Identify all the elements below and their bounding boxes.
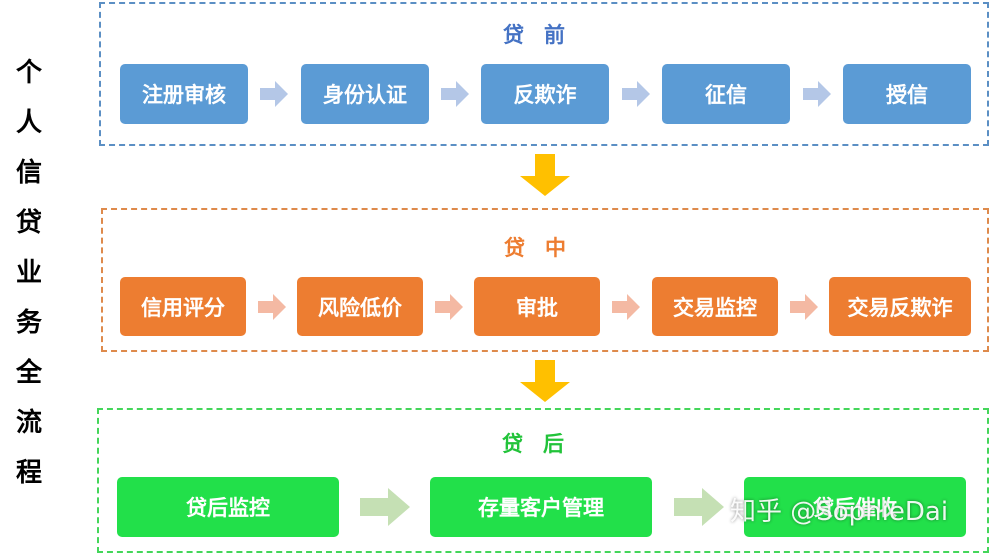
- flow-arrow-icon: [674, 488, 724, 526]
- flow-arrow-icon: [612, 294, 640, 320]
- stage-title: 贷后: [502, 432, 584, 456]
- step-box: 风险低价: [297, 277, 423, 336]
- step-box: 授信: [843, 64, 971, 124]
- side-title-char: 个: [15, 58, 42, 88]
- stage-post-loan: 贷后: [97, 408, 989, 553]
- stage-title: 贷前: [503, 23, 585, 47]
- step-box: 交易反欺诈: [829, 277, 971, 336]
- watermark: 知乎 @SophieDai: [730, 497, 949, 527]
- flow-arrow-icon: [441, 81, 469, 107]
- flow-arrow-icon: [260, 81, 288, 107]
- step-box: 交易监控: [652, 277, 778, 336]
- step-box: 贷后监控: [117, 477, 339, 537]
- step-box: 身份认证: [301, 64, 429, 124]
- flow-arrow-icon: [360, 488, 410, 526]
- side-title: 个 人 信 贷 业 务 全 流 程: [12, 48, 46, 498]
- stage-pre-loan: 贷前: [99, 2, 989, 146]
- side-title-char: 务: [15, 308, 42, 338]
- step-box: 注册审核: [120, 64, 248, 124]
- side-title-char: 业: [15, 258, 42, 288]
- side-title-char: 人: [15, 108, 42, 138]
- stage-title: 贷中: [504, 236, 586, 260]
- flow-arrow-icon: [435, 294, 463, 320]
- side-title-char: 信: [15, 158, 42, 188]
- flow-arrow-icon: [803, 81, 831, 107]
- flow-arrow-icon: [258, 294, 286, 320]
- step-box: 反欺诈: [481, 64, 609, 124]
- side-title-char: 程: [15, 458, 42, 488]
- flow-arrow-icon: [622, 81, 650, 107]
- side-title-char: 贷: [15, 208, 42, 238]
- step-box: 信用评分: [120, 277, 246, 336]
- down-arrow-icon: [520, 360, 570, 402]
- step-box: 存量客户管理: [430, 477, 652, 537]
- step-box: 贷后催收: [744, 477, 966, 537]
- stage-in-loan: 贷中: [101, 208, 989, 352]
- flow-arrow-icon: [790, 294, 818, 320]
- step-box: 审批: [474, 277, 600, 336]
- down-arrow-icon: [520, 154, 570, 196]
- side-title-char: 流: [15, 408, 42, 438]
- step-box: 征信: [662, 64, 790, 124]
- side-title-char: 全: [15, 358, 42, 388]
